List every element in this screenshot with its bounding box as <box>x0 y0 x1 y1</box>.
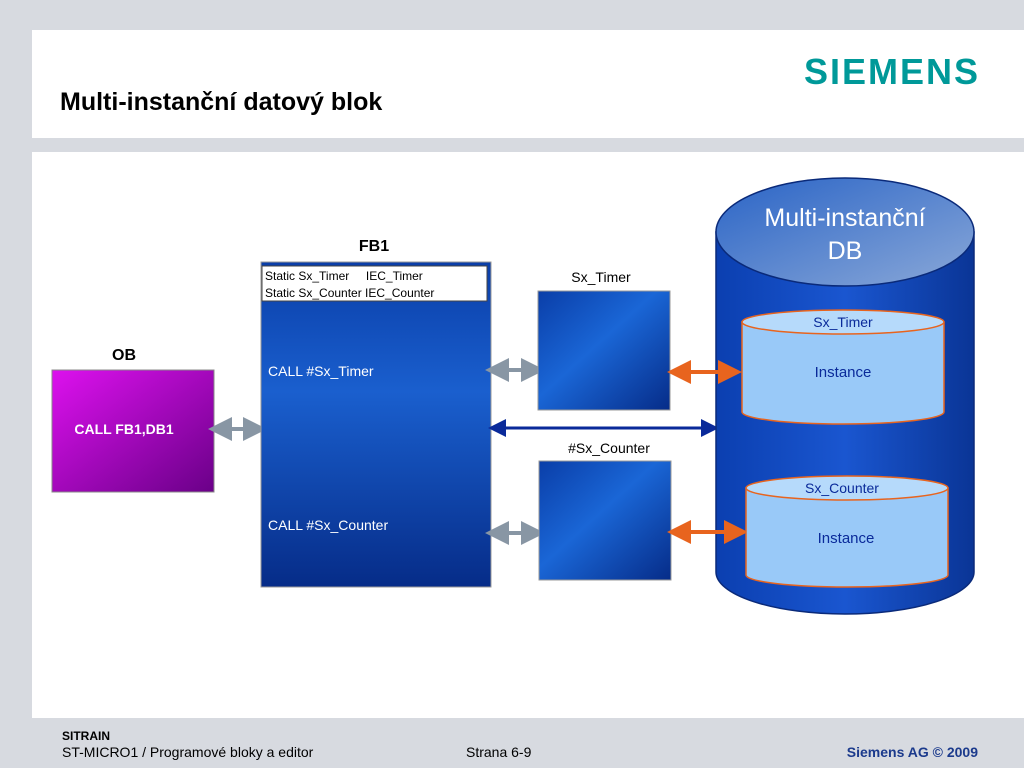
sx-timer-label: Sx_Timer <box>571 269 631 285</box>
timer-instance-text: Instance <box>815 364 872 381</box>
page-title: Multi-instanční datový blok <box>60 88 383 116</box>
footer-page-number: Strana 6-9 <box>466 744 532 760</box>
header-bar: Multi-instanční datový blok SIEMENS <box>32 30 1024 138</box>
static-counter-declaration: Static Sx_Counter IEC_Counter <box>265 286 434 300</box>
call-counter-text: CALL #Sx_Counter <box>268 517 388 533</box>
footer-brand: SITRAIN <box>62 729 110 743</box>
static-declarations-box <box>261 265 488 302</box>
sx-counter-block <box>538 460 672 581</box>
static-timer-declaration: Static Sx_Timer IEC_Timer <box>265 269 423 283</box>
timer-instance-cylinder <box>741 309 945 425</box>
timer-instance-title: Sx_Timer <box>813 314 873 330</box>
fb1-label: FB1 <box>359 238 389 255</box>
ob-block <box>51 369 215 493</box>
ob-label: OB <box>112 347 136 364</box>
db-title-line2: DB <box>828 237 863 265</box>
call-timer-text: CALL #Sx_Timer <box>268 363 374 379</box>
db-title-line1: Multi-instanční <box>764 204 925 232</box>
sx-timer-block <box>537 290 671 411</box>
counter-instance-text: Instance <box>818 530 875 547</box>
siemens-logo: SIEMENS <box>803 51 980 92</box>
footer-copyright: Siemens AG © 2009 <box>846 744 978 760</box>
sx-counter-label: #Sx_Counter <box>568 440 650 456</box>
footer: SITRAIN ST-MICRO1 / Programové bloky a e… <box>0 718 1024 768</box>
counter-instance-title: Sx_Counter <box>805 480 879 496</box>
ob-call-text: CALL FB1,DB1 <box>74 421 174 437</box>
fb1-block <box>260 261 492 588</box>
counter-instance-cylinder <box>745 475 949 588</box>
footer-course: ST-MICRO1 / Programové bloky a editor <box>62 744 314 760</box>
